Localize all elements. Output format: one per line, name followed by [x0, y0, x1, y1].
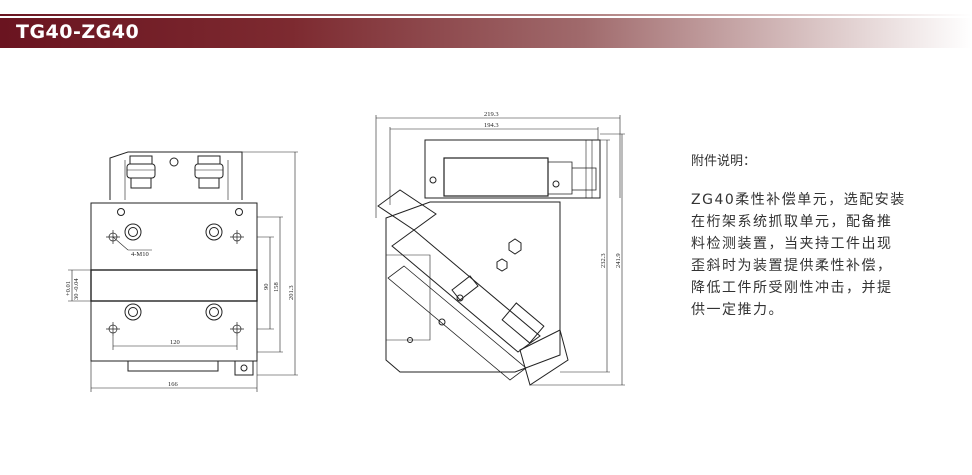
page-title: TG40-ZG40 — [16, 21, 140, 43]
note-line: ZG40柔性补偿单元，选配安装 — [691, 192, 906, 208]
dim-4-m10: 4-M10 — [131, 251, 149, 258]
title-bar: TG40-ZG40 — [0, 18, 972, 48]
front-bracket — [109, 151, 243, 200]
dim-slot-a: +0.01 — [65, 281, 72, 296]
dim-158: 158 — [273, 282, 280, 292]
side-view: 219.3 194.3 232.3 241.9 — [375, 111, 625, 386]
diagonal-gripper — [377, 189, 569, 386]
push-cylinder — [424, 139, 601, 199]
accessory-note: 附件说明： ZG40柔性补偿单元，选配安装 在桁架系统抓取单元，配备推 料检测装… — [691, 150, 931, 321]
front-dimensions — [68, 151, 298, 392]
dim-120: 120 — [170, 339, 180, 346]
front-plate — [90, 202, 258, 362]
dim-219: 219.3 — [484, 111, 499, 118]
dim-194: 194.3 — [484, 122, 499, 129]
dim-241: 241.9 — [615, 253, 622, 268]
note-line: 料检测装置，当夹持工件出现 — [691, 236, 893, 252]
dim-232: 232.3 — [600, 253, 607, 268]
dim-201: 201.3 — [288, 285, 295, 300]
m10-holes — [106, 230, 244, 336]
dim-90: 90 — [263, 284, 270, 291]
front-view: 166 120 4-M10 90 158 201.3 +0.01 30 -0.0… — [65, 151, 298, 392]
note-line: 降低工件所受刚性冲击，并提 — [691, 280, 893, 296]
side-body — [385, 201, 561, 373]
pneumatic-fitting-left — [126, 155, 156, 189]
dim-slot-b: 30 -0.04 — [73, 278, 80, 300]
side-dimensions — [375, 115, 625, 386]
note-line: 歪斜时为装置提供柔性补偿， — [691, 258, 893, 274]
note-line: 在桁架系统抓取单元，配备推 — [691, 214, 893, 230]
sensor-block — [234, 360, 254, 376]
header-rule — [0, 14, 972, 16]
bolt-holes — [124, 223, 223, 321]
dim-166: 166 — [168, 381, 179, 388]
note-title: 附件说明： — [691, 154, 757, 169]
pneumatic-fitting-right — [194, 155, 224, 189]
guide-slot — [90, 269, 258, 302]
note-body: ZG40柔性补偿单元，选配安装 在桁架系统抓取单元，配备推 料检测装置，当夹持工… — [691, 189, 931, 321]
note-line: 供一定推力。 — [691, 302, 784, 318]
